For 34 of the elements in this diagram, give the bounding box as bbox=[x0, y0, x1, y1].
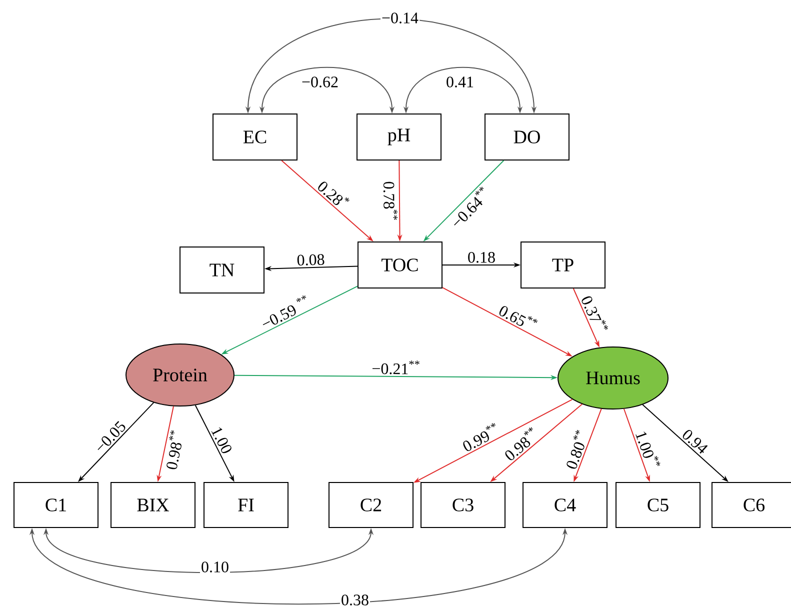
edge-label: −0.21$^{**}$ bbox=[372, 360, 420, 374]
edge-label: 1.00 bbox=[211, 427, 232, 454]
edge-label: 0.80$^{**}$ bbox=[566, 430, 584, 469]
variable-box: pH bbox=[356, 114, 442, 160]
variable-box: C2 bbox=[328, 482, 414, 528]
variable-box: BIX bbox=[110, 482, 196, 528]
edge-label: 0.65$^{**}$ bbox=[499, 306, 538, 326]
variable-box: TOC bbox=[358, 242, 442, 288]
variable-box: TP bbox=[520, 242, 606, 288]
variable-box: C1 bbox=[14, 482, 98, 528]
edge-label: 0.98$^{**}$ bbox=[166, 430, 182, 470]
edge-label: 0.18 bbox=[468, 252, 495, 263]
variable-box: TN bbox=[180, 246, 264, 294]
edge-label: −0.59 $^{**}$ bbox=[262, 295, 306, 326]
edge-label: 0.98$^{**}$ bbox=[505, 427, 533, 460]
edge-label: 0.10 bbox=[200, 560, 230, 574]
edge-label: 1.00$^{**}$ bbox=[636, 432, 660, 466]
edge-label: 0.41 bbox=[445, 76, 475, 88]
variable-box: C5 bbox=[616, 482, 701, 528]
edge-label: 0.08 bbox=[297, 254, 324, 266]
edge-label: −0.14 bbox=[380, 12, 420, 24]
variable-box: C6 bbox=[712, 482, 791, 528]
edge-label: 0.78$^{**}$ bbox=[383, 182, 398, 220]
variable-box: EC bbox=[212, 114, 298, 160]
edge-label: 0.99$^{**}$ bbox=[463, 423, 496, 451]
variable-box: DO bbox=[484, 114, 570, 160]
edge-label: 0.37$^{**}$ bbox=[582, 296, 608, 330]
variable-box: C4 bbox=[522, 482, 608, 528]
edge-label: 0.28$^{*}$ bbox=[318, 182, 350, 206]
edge-label: 0.38 bbox=[340, 594, 370, 606]
edge-label: 0.94 bbox=[682, 430, 708, 454]
variable-box: C3 bbox=[420, 482, 506, 528]
edge-label: −0.62 bbox=[300, 76, 340, 88]
variable-box: FI bbox=[204, 482, 288, 528]
